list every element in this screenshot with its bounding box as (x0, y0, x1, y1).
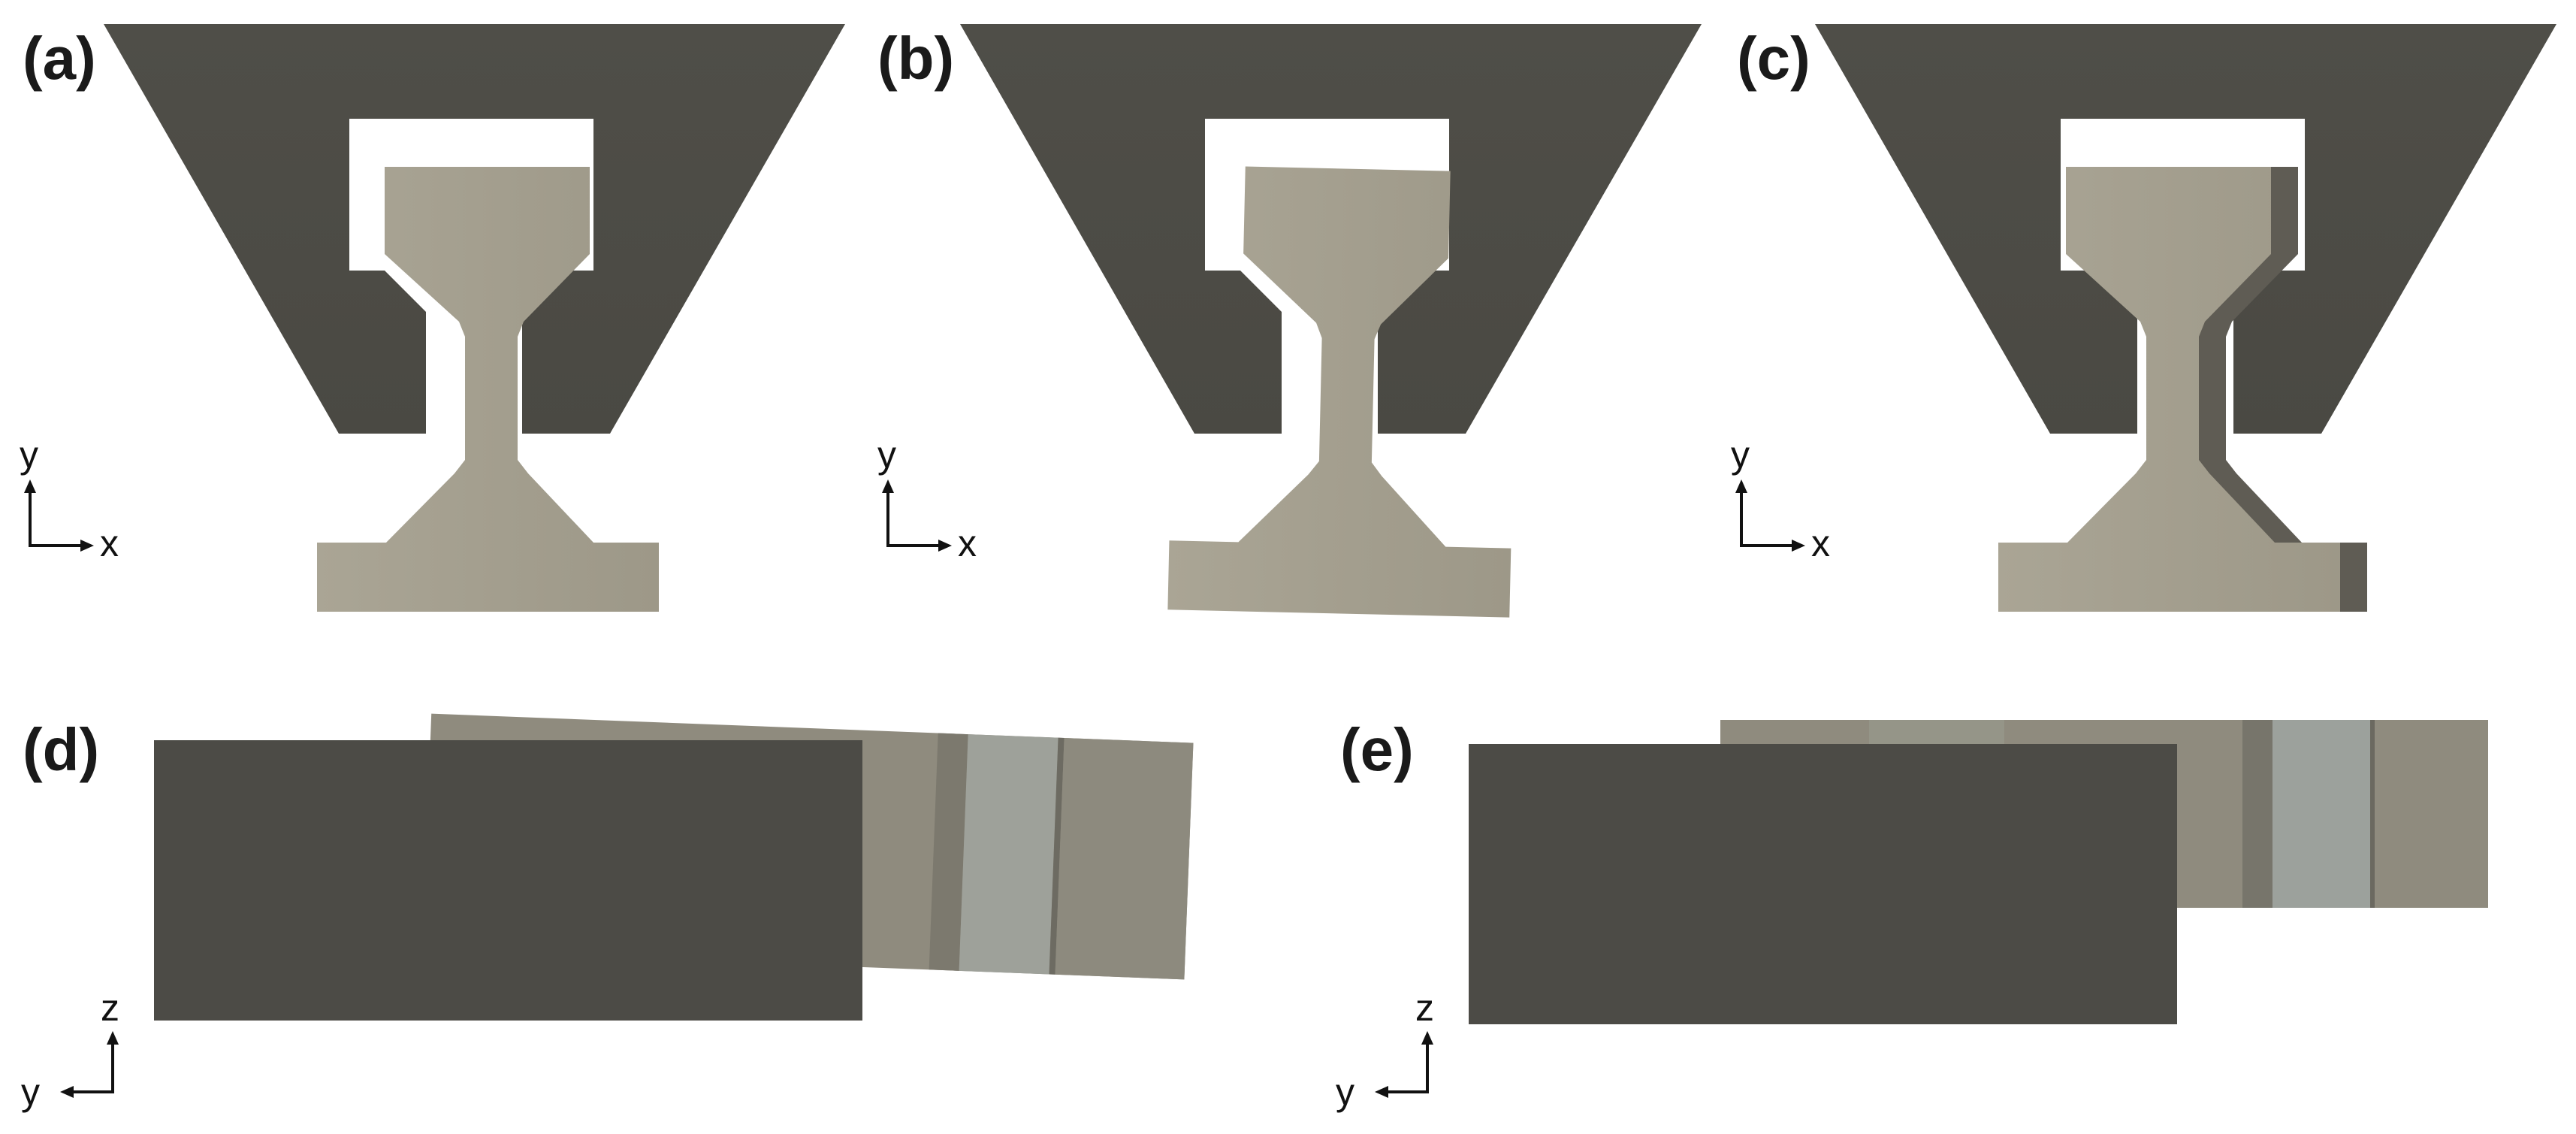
axis-x-label-a: x (100, 522, 119, 564)
axis-z-label-e: z (1415, 987, 1434, 1029)
panel-label-d: (d) (23, 716, 100, 783)
panel-label-c: (c) (1737, 25, 1810, 92)
axis-x-label-c: x (1811, 522, 1830, 564)
panel-label-b: (b) (877, 25, 955, 92)
housing-block-d (154, 740, 862, 1021)
axis-y-label-a: y (20, 434, 38, 476)
housing-c (1815, 24, 2556, 434)
housing-a (104, 24, 845, 434)
panel-a (104, 24, 845, 612)
axis-y-label-c: y (1731, 434, 1750, 476)
axis-y-label-b: y (877, 434, 896, 476)
housing-b (960, 24, 1702, 434)
axis-indicator-c (1735, 479, 1805, 552)
axis-indicator-e (1375, 1031, 1433, 1098)
axis-indicator-a (24, 479, 94, 552)
panel-d (154, 713, 1194, 1021)
panel-label-e: (e) (1340, 716, 1414, 783)
dovetail-part-b (1167, 166, 1511, 618)
axis-y-label-d: y (21, 1071, 40, 1113)
panel-label-a: (a) (23, 25, 96, 92)
dovetail-part-c (1998, 167, 2340, 612)
axis-y-label-e: y (1336, 1071, 1354, 1113)
dovetail-part-a (317, 167, 659, 612)
panel-e (1469, 720, 2488, 1024)
axis-indicator-b (882, 479, 952, 552)
panel-b (960, 24, 1702, 618)
housing-block-e (1469, 744, 2177, 1024)
panel-c (1815, 24, 2556, 612)
axis-indicator-d (60, 1031, 119, 1098)
axis-x-label-b: x (958, 522, 977, 564)
axis-z-label-d: z (101, 987, 119, 1029)
